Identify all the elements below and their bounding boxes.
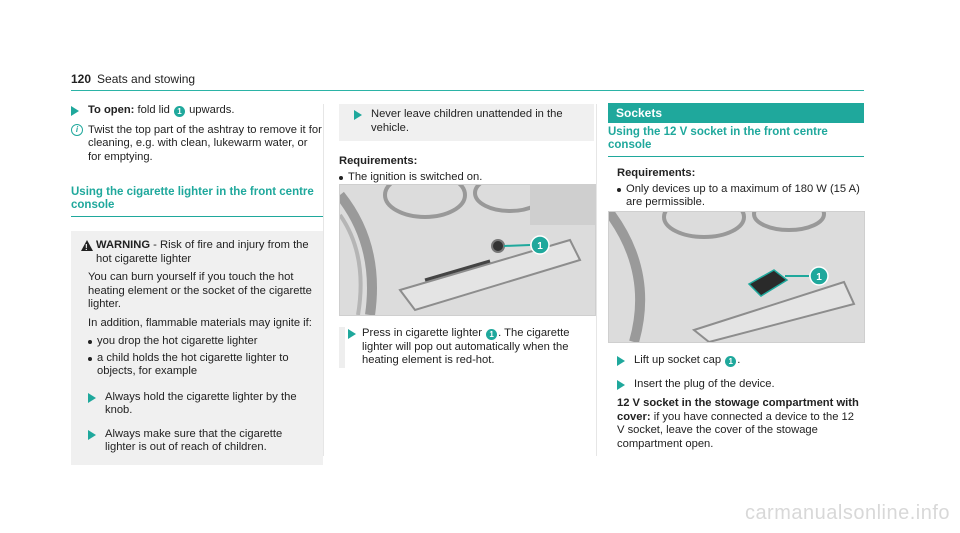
warning-heading: WARNING - Risk of fire and injury from t… — [79, 239, 315, 266]
photo-cigarette-lighter: 1 — [339, 184, 596, 316]
column-2-lower: Press in cigarette lighter 1. The cigare… — [339, 327, 594, 374]
photo-callout-badge: 1 — [816, 272, 822, 283]
step-reach: Always make sure that the cigarette ligh… — [88, 428, 315, 455]
step-arrow-icon — [71, 106, 79, 116]
warning-box: WARNING - Risk of fire and injury from t… — [71, 231, 323, 465]
page-number: 120 — [71, 72, 92, 86]
step-press: Press in cigarette lighter 1. The cigare… — [339, 327, 594, 368]
lighter-illustration: 1 — [340, 185, 595, 315]
requirement-item: Only devices up to a maximum of 180 W (1… — [617, 183, 864, 210]
header-rule — [71, 90, 864, 91]
step-lift: Lift up socket cap 1. — [608, 354, 864, 368]
column-3: Using the 12 V socket in the front centr… — [608, 124, 864, 213]
section-title-socket: Using the 12 V socket in the front centr… — [608, 126, 864, 157]
photo-callout-badge: 1 — [537, 241, 543, 252]
step-arrow-icon — [617, 379, 625, 390]
step-arrow-icon — [617, 356, 625, 366]
step-arrow-icon — [354, 110, 362, 120]
column-2: Never leave children unattended in the v… — [339, 104, 594, 187]
stowage-paragraph: 12 V socket in the stowage compartment w… — [617, 397, 859, 450]
step-open: To open: fold lid 1 upwards. — [71, 104, 323, 118]
step-arrow-icon — [348, 329, 356, 339]
callout-badge: 1 — [725, 356, 737, 367]
warning-text-1: You can burn yourself if you touch the h… — [88, 271, 312, 310]
column-3-lower: Lift up socket cap 1. Insert the plug of… — [608, 354, 864, 451]
step-insert: Insert the plug of the device. — [608, 378, 864, 392]
socket-illustration: 1 — [609, 212, 864, 342]
page-header: 120 Seats and stowing — [71, 72, 195, 86]
column-divider — [323, 104, 324, 456]
warning-text-2: In addition, flammable materials may ign… — [88, 316, 312, 329]
warning-bullet: a child holds the hot cigarette lighter … — [88, 352, 315, 379]
watermark: carmanualsonline.info — [744, 502, 950, 524]
step-never: Never leave children unattended in the v… — [354, 108, 588, 135]
info-icon: i — [71, 123, 83, 136]
column-1: To open: fold lid 1 upwards. i Twist the… — [71, 104, 323, 465]
requirements-heading: Requirements: — [339, 155, 418, 167]
socket-requirements: Requirements: Only devices up to a maxim… — [608, 167, 864, 210]
section-title-lighter: Using the cigarette lighter in the front… — [71, 186, 323, 217]
step-hold: Always hold the cigarette lighter by the… — [88, 391, 315, 418]
warning-triangle-icon — [81, 240, 93, 255]
requirements-heading: Requirements: — [617, 167, 696, 179]
warning-bullet: you drop the hot cigarette lighter — [88, 335, 315, 349]
step-arrow-icon — [88, 429, 96, 440]
callout-badge: 1 — [173, 106, 185, 117]
header-section: Seats and stowing — [97, 72, 196, 86]
callout-badge: 1 — [486, 329, 498, 340]
column-divider — [596, 104, 597, 456]
warning-box-continued: Never leave children unattended in the v… — [339, 104, 594, 141]
note: i Twist the top part of the ashtray to r… — [71, 123, 323, 165]
photo-12v-socket: 1 — [608, 211, 865, 343]
sockets-band: Sockets — [608, 103, 864, 123]
requirement-item: The ignition is switched on. — [339, 171, 594, 185]
step-arrow-icon — [88, 392, 96, 403]
